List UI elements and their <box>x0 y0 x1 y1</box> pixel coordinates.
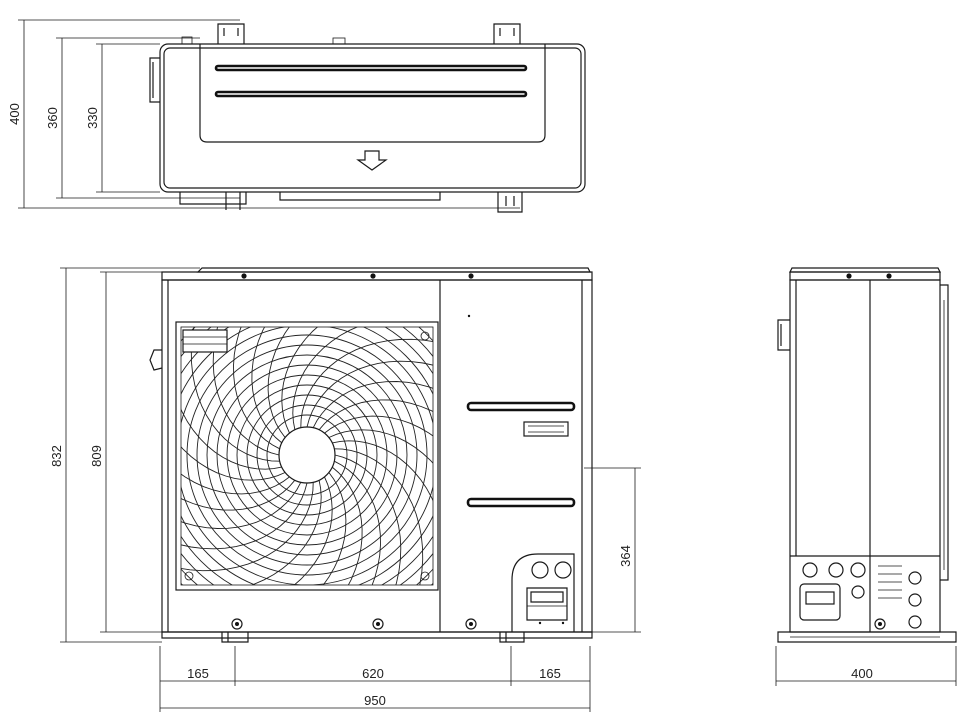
fan-grille-spoke <box>250 480 322 585</box>
fan-grille-ring <box>186 334 428 576</box>
dim-foot-left-offset: 165 <box>187 666 209 681</box>
fan-grille-spoke <box>312 381 433 428</box>
front-view <box>149 267 593 643</box>
fan-grille-spoke <box>292 327 359 430</box>
fan-grille-ring <box>206 354 408 556</box>
side-view <box>777 267 957 643</box>
fan-grille-spoke <box>331 466 363 585</box>
foot-right <box>499 632 525 643</box>
fan-grille-spoke <box>233 327 280 450</box>
service-handle <box>523 421 569 437</box>
fan-grille-spoke <box>267 327 290 438</box>
fan-grille-spoke <box>181 482 302 529</box>
fan-grille-spoke <box>281 327 319 434</box>
fan-grille-spoke <box>251 327 283 444</box>
fan-grille-spoke <box>181 482 314 572</box>
fan-grille-spoke <box>293 476 333 585</box>
fan-grille-spoke <box>306 360 433 428</box>
top-view-lid <box>199 44 546 143</box>
fan-grille-spoke <box>334 448 424 585</box>
fan-guard-frame <box>175 321 439 591</box>
top-view-body <box>159 43 586 193</box>
front-view-dimensions: 832 809 364 165 620 165 950 <box>49 267 641 712</box>
dim-height-body: 809 <box>89 445 104 467</box>
top-view-handle <box>149 57 160 103</box>
fan-grille-spoke <box>181 479 296 511</box>
fan-grille-spoke <box>190 327 280 462</box>
fan-grille-spoke <box>181 446 286 481</box>
dim-pipe-height: 364 <box>618 545 633 567</box>
fan-grille-spoke <box>322 472 347 585</box>
fan-grille-ring <box>181 327 433 585</box>
fan-grille-spoke <box>212 327 280 456</box>
fan-grille-spoke <box>181 408 282 470</box>
side-view-body <box>789 279 941 633</box>
dim-width-overall: 950 <box>364 693 386 708</box>
fan-grille-spoke <box>300 338 433 428</box>
foot-left <box>221 632 249 643</box>
dim-depth-body: 360 <box>45 107 60 129</box>
fan-grille-spoke <box>332 440 433 502</box>
pipe-connection-box <box>511 553 575 632</box>
fan-grille-spoke <box>334 460 381 585</box>
airflow-arrow-icon <box>356 150 388 171</box>
dim-side-depth: 400 <box>851 666 873 681</box>
fan-grille-ring <box>226 374 388 536</box>
fan-grille-ring <box>216 364 398 546</box>
dim-height-overall: 832 <box>49 445 64 467</box>
dim-depth-overall: 400 <box>7 103 22 125</box>
fan-grille-ring <box>196 344 418 566</box>
fan-grille-ring <box>246 394 368 516</box>
fan-grille-ring <box>266 414 348 496</box>
dim-foot-spacing: 620 <box>362 666 384 681</box>
top-view-dimensions: 400 360 330 <box>7 19 520 209</box>
fan-grille-spoke <box>181 482 308 550</box>
fan-hub <box>278 426 336 484</box>
fan-grille-spoke <box>324 415 433 437</box>
dim-foot-right-offset: 165 <box>539 666 561 681</box>
fan-grille-spoke <box>181 473 290 495</box>
fan-grille-ring <box>236 384 378 526</box>
fan-grille-ring <box>181 327 433 585</box>
service-panel <box>466 314 576 632</box>
dim-depth-inner: 330 <box>85 107 100 129</box>
fan-grille-spoke <box>318 399 433 431</box>
side-view-dimensions: 400 <box>775 646 957 686</box>
fan-grille-spoke <box>334 454 402 585</box>
fan-grille-spoke <box>328 429 433 464</box>
fan-grille <box>175 321 439 591</box>
top-view <box>149 23 586 213</box>
fan-grille-ring <box>256 404 358 506</box>
